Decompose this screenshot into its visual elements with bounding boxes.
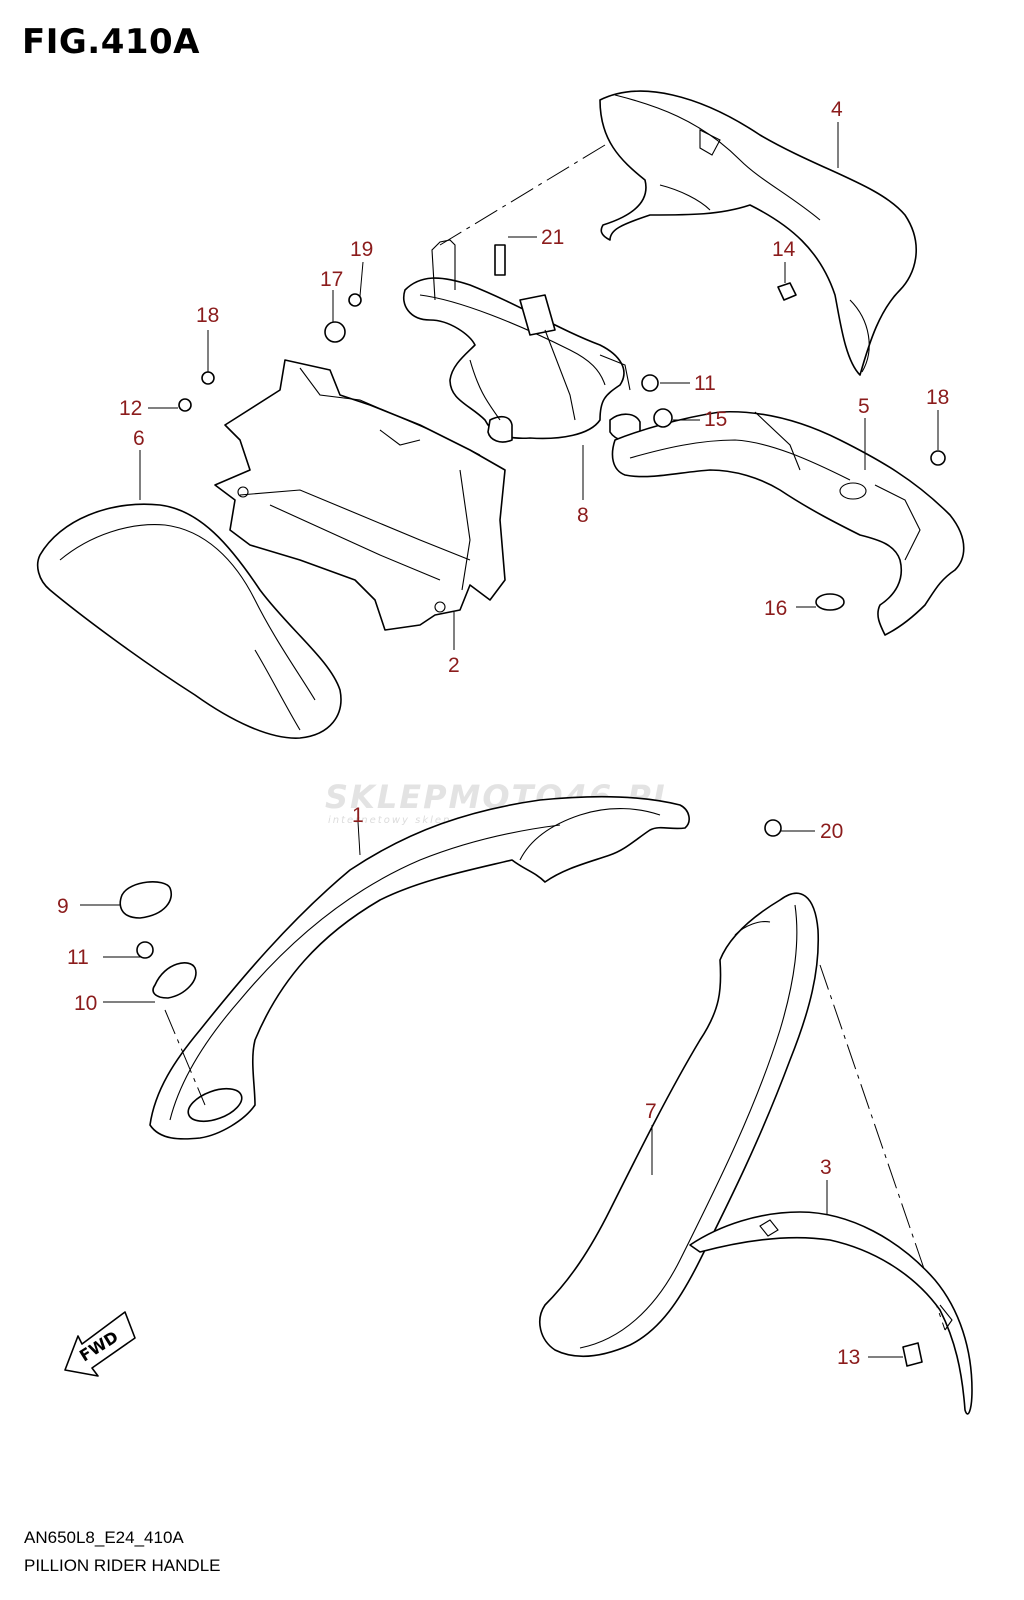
callout-21: 21 (541, 226, 564, 249)
part-18-clip-right (930, 450, 946, 466)
part-1-grab-handle (149, 795, 690, 1140)
callout-3: 3 (820, 1156, 832, 1179)
callout-10: 10 (74, 992, 97, 1015)
callout-9: 9 (57, 895, 69, 918)
callout-2: 2 (448, 654, 460, 677)
callout-11-lower: 11 (67, 946, 89, 969)
callout-11-upper: 11 (694, 372, 716, 395)
part-6-seat-pad (36, 503, 342, 739)
part-16-grommet (815, 593, 845, 611)
callout-17: 17 (320, 268, 343, 291)
callout-16: 16 (764, 597, 787, 620)
leader-lines (80, 122, 939, 1358)
figure-name-label: PILLION RIDER HANDLE (24, 1556, 221, 1575)
callout-19: 19 (350, 238, 373, 261)
callout-7: 7 (645, 1100, 657, 1123)
callout-8: 8 (577, 504, 589, 527)
part-21-bolt (494, 244, 506, 276)
callout-20: 20 (820, 820, 843, 843)
part-18-clip-left (201, 371, 215, 385)
fasteners (119, 244, 946, 1367)
part-4-rear-cover (439, 90, 917, 376)
model-code-label: AN650L8_E24_410A (24, 1528, 184, 1547)
part-13-nut (902, 1342, 923, 1367)
figure-title: FIG.410A (22, 22, 200, 62)
callout-4: 4 (831, 98, 843, 121)
fwd-arrow-badge: FWD (64, 1311, 136, 1377)
part-11-bolt-upper (641, 374, 659, 392)
part-11-bolt-lower (136, 941, 154, 959)
part-5-side-bracket (611, 410, 965, 636)
part-12-screw (178, 398, 192, 412)
callout-5: 5 (858, 395, 870, 418)
part-9-cap (119, 881, 172, 919)
part-8-handle-frame (403, 239, 641, 443)
part-14-nut (777, 282, 797, 301)
part-19-screw (348, 293, 362, 307)
part-7-side-cover (539, 892, 946, 1358)
callout-15: 15 (704, 408, 727, 431)
callout-18-left: 18 (196, 304, 219, 327)
callout-18-right: 18 (926, 386, 949, 409)
part-17-grommet (324, 321, 346, 343)
part-15-grommet (653, 408, 673, 428)
callout-12: 12 (119, 397, 142, 420)
part-20-screw (764, 819, 782, 837)
callout-13: 13 (837, 1346, 860, 1369)
callout-14: 14 (772, 238, 796, 261)
part-2-inner-panel (214, 359, 506, 631)
callout-1: 1 (352, 804, 364, 827)
callout-6: 6 (133, 427, 145, 450)
watermark-tagline: internetowy sklep motocyklowy (328, 815, 545, 826)
part-3-strip (689, 1211, 973, 1415)
callout-numbers: 1 2 3 4 5 6 7 8 9 10 11 11 12 13 14 15 1… (57, 98, 949, 1369)
part-10-plate (152, 962, 197, 999)
